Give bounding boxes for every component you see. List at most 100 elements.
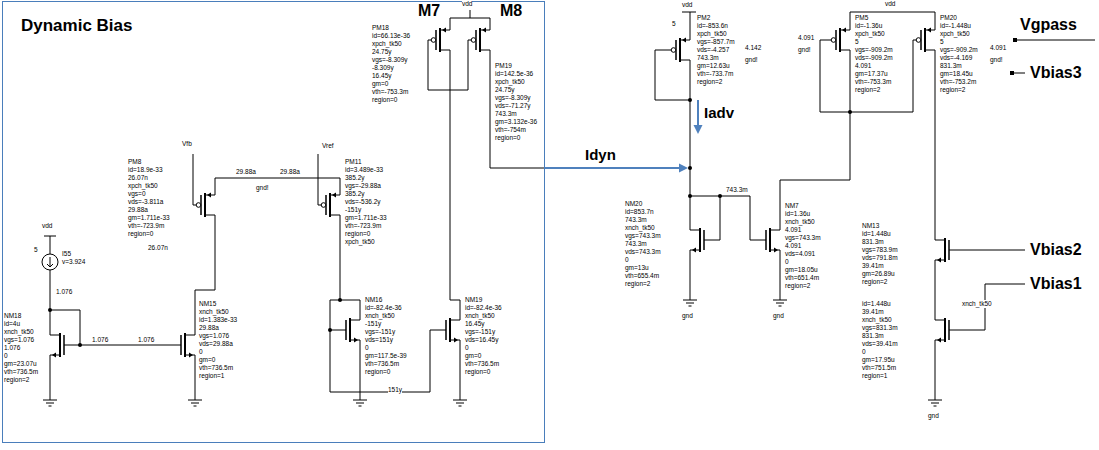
simulation-annotation: xnch_tk50 <box>365 312 395 320</box>
simulation-annotation: vds=-3.811a <box>128 198 163 206</box>
wire <box>215 178 340 195</box>
simulation-annotation: xpch_tk50 <box>372 40 402 48</box>
transistor-stroke <box>349 318 351 342</box>
source-arrow <box>454 338 458 343</box>
simulation-annotation: vds=-4.169 <box>940 54 972 62</box>
transistor-stroke <box>924 28 926 52</box>
simulation-annotation: gm=1.711e-33 <box>345 214 387 222</box>
simulation-annotation: vds=4.091 <box>785 250 815 258</box>
transistors <box>50 28 957 358</box>
transistor-stroke <box>468 40 471 41</box>
junction-dot <box>338 298 342 302</box>
simulation-annotation: Vfb <box>182 140 192 148</box>
gate-bubble <box>471 38 476 43</box>
simulation-annotation: 29.88a <box>236 168 256 176</box>
wire <box>50 270 51 335</box>
simulation-annotation: 39.41m <box>862 262 884 270</box>
simulation-annotation: -151y <box>365 320 381 328</box>
simulation-annotation: gm=117.5e-39 <box>365 352 407 360</box>
simulation-annotation: vth=-723.9m <box>128 222 164 230</box>
transistor-stroke <box>699 228 701 252</box>
junction-dot <box>328 328 332 332</box>
source-arrow <box>842 28 846 33</box>
transistor-stroke <box>59 333 61 357</box>
ground-symbol <box>928 400 942 406</box>
simulation-annotation: PM11 <box>345 158 362 166</box>
simulation-annotation: gm=0 <box>372 80 388 88</box>
simulation-annotation: 0 <box>199 348 203 356</box>
simulation-annotation: vth=-753.2m <box>940 78 976 86</box>
port-terminal <box>1010 71 1014 75</box>
pmos-transistor <box>828 28 850 53</box>
gate-bubble <box>671 48 676 53</box>
current-arrow <box>545 167 680 169</box>
simulation-annotation: gnd! <box>256 184 269 192</box>
simulation-annotation: gm=1.711e-33 <box>128 214 170 222</box>
simulation-annotation: region=0 <box>345 230 370 238</box>
transistor-stroke <box>318 205 321 206</box>
source-arrow <box>927 28 931 33</box>
source-arrow <box>442 28 446 33</box>
source-arrow <box>692 248 696 253</box>
ground-symbol <box>683 300 697 306</box>
simulation-annotation: region=1 <box>199 372 224 380</box>
simulation-annotation: xpch_tk50 <box>697 30 727 38</box>
simulation-annotation: gm=0 <box>465 352 481 360</box>
simulation-annotation: vth=-723.9m <box>345 222 381 230</box>
simulation-annotation: I55 <box>62 250 71 258</box>
current-source-symbol <box>42 254 58 270</box>
transistor-stroke <box>205 215 215 216</box>
transistor-stroke <box>949 250 957 251</box>
simulation-annotation: vgs=-151y <box>365 328 395 336</box>
simulation-annotation: vds=39.41m <box>862 340 898 348</box>
nmos-transistor <box>173 333 195 358</box>
transistor-stroke <box>913 40 916 41</box>
simulation-annotation: gnd! <box>798 46 811 54</box>
simulation-annotation: id=-82.4e-36 <box>465 304 502 312</box>
pmos-transistor <box>468 28 490 53</box>
simulation-annotation: id=853.7n <box>625 208 654 216</box>
simulation-annotation: gm=12.63u <box>697 62 730 70</box>
simulation-annotation: 831.3m <box>940 62 962 70</box>
wire <box>682 12 696 13</box>
simulation-annotation: 831.3m <box>862 238 884 246</box>
simulation-annotation: region=0 <box>372 96 397 104</box>
simulation-annotation: region=2 <box>862 278 887 286</box>
simulation-annotation: 0 <box>625 256 629 264</box>
transistor-stroke <box>839 28 841 52</box>
simulation-annotation: region=2 <box>697 78 722 86</box>
source-arrow <box>482 28 486 33</box>
gate-bubble <box>321 203 326 208</box>
simulation-annotation: gm=18.45u <box>940 70 973 78</box>
simulation-annotation: region=2 <box>855 86 880 94</box>
simulation-annotation: vgs=-29.88a <box>345 182 381 190</box>
simulation-annotation: id=-1.448u <box>940 22 971 30</box>
transistor-stroke <box>438 330 446 331</box>
transistor-stroke <box>173 345 181 346</box>
ground-symbol <box>773 300 787 306</box>
simulation-annotation: 24.75y <box>372 48 392 56</box>
simulation-annotation: xnch_tk50 <box>465 312 495 320</box>
simulation-annotation: vth=-753.3m <box>855 78 891 86</box>
arrow-head <box>679 164 688 173</box>
ground-symbol <box>353 400 367 406</box>
nmos-transistor <box>935 318 957 343</box>
source-arrow <box>354 338 358 343</box>
wire <box>490 50 545 168</box>
arrow-head <box>694 125 703 134</box>
simulation-annotation: vth=736.5m <box>4 368 38 376</box>
simulation-annotation: 26.07n <box>148 244 168 252</box>
junction-dot <box>48 308 52 312</box>
junctions <box>48 98 852 347</box>
simulation-annotation: 5 <box>672 20 676 28</box>
simulation-annotation: PM18 <box>372 24 389 32</box>
simulation-annotation: vth=736.5m <box>465 360 499 368</box>
region-title: Dynamic Bias <box>21 16 133 36</box>
simulation-annotation: 4.091 <box>990 44 1006 52</box>
gate-bubble <box>916 38 921 43</box>
port-terminal <box>1013 38 1017 42</box>
wire <box>820 40 913 112</box>
pmos-transistor <box>668 38 690 63</box>
simulation-annotation: vgs=743.3m <box>625 232 661 240</box>
